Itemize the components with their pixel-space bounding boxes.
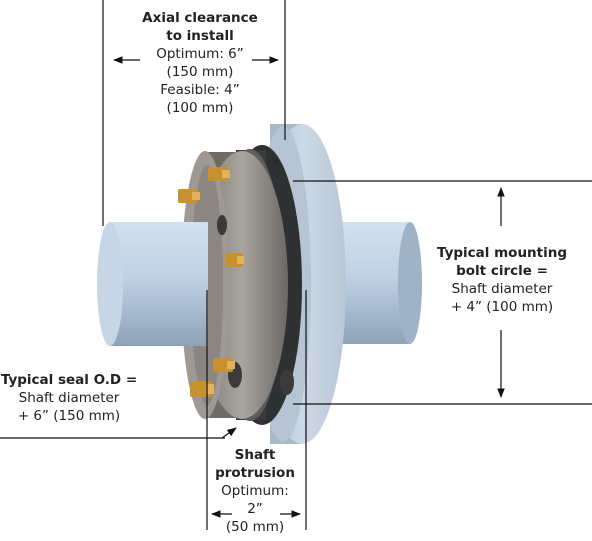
bolt-icon <box>225 253 244 267</box>
axial-clearance-label: Axial clearance to install Optimum: 6” (… <box>125 9 275 117</box>
mount-line-3: Shaft diameter <box>451 281 553 297</box>
left-shaft <box>97 222 208 346</box>
seal-plate <box>181 151 294 419</box>
seal-arrow <box>221 427 237 439</box>
protrusion-title-2: protrusion <box>215 465 295 481</box>
seal-od-label: Typical seal O.D = Shaft diameter + 6” (… <box>0 371 144 425</box>
bolt-icon <box>208 167 230 181</box>
axial-feasible: Feasible: 4” <box>160 82 240 98</box>
shaft-protrusion-label: Shaft protrusion Optimum: 2” (50 mm) <box>190 446 320 536</box>
protrusion-value: 2” <box>247 501 263 517</box>
axial-optimum: Optimum: 6” <box>156 46 244 62</box>
mount-title-1: Typical mounting <box>436 245 568 261</box>
mount-line-4: + 4” (100 mm) <box>450 299 554 315</box>
protrusion-title-1: Shaft <box>234 447 276 463</box>
seal-line-3: + 6” (150 mm) <box>17 408 121 424</box>
dimension-lines <box>0 0 592 530</box>
bolt-icon <box>190 381 214 397</box>
mount-title-2: bolt circle = <box>456 263 548 279</box>
mounting-bolt-circle-label: Typical mounting bolt circle = Shaft dia… <box>432 244 572 316</box>
protrusion-value-metric: (50 mm) <box>225 519 285 535</box>
axial-title-2: to install <box>166 28 234 44</box>
seal-line-2: Shaft diameter <box>18 390 120 406</box>
axial-feasible-metric: (100 mm) <box>166 100 234 116</box>
bolt-icon <box>213 358 235 372</box>
axial-title-1: Axial clearance <box>142 10 258 26</box>
bolt-icon <box>178 189 200 203</box>
protrusion-optimum: Optimum: <box>221 483 289 499</box>
seal-title: Typical seal O.D = <box>0 372 138 388</box>
axial-optimum-metric: (150 mm) <box>166 64 234 80</box>
